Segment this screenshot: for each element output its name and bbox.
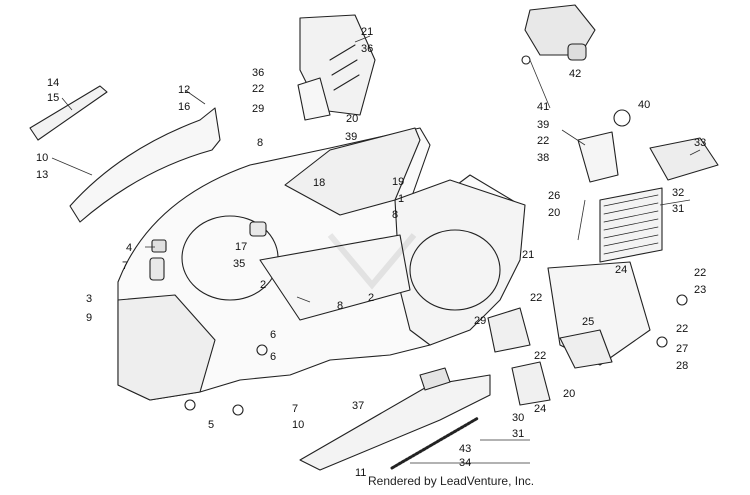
callout-7: 7	[122, 260, 128, 272]
washer-part-5	[676, 294, 688, 306]
callout-15: 15	[47, 92, 59, 104]
callout-11: 11	[355, 467, 366, 479]
callout-6: 6	[270, 329, 276, 341]
callout-20: 20	[548, 207, 560, 219]
callout-22: 22	[530, 292, 542, 304]
right-bracket-lower	[559, 329, 613, 369]
callout-41: 41	[537, 101, 549, 113]
washer-part-6	[521, 55, 531, 65]
callout-10: 10	[292, 419, 304, 431]
callout-17: 17	[235, 241, 247, 253]
callout-35: 35	[233, 258, 245, 270]
front-lower-pan	[117, 294, 216, 401]
callout-22: 22	[534, 350, 546, 362]
callout-1: 1	[398, 193, 404, 205]
callout-21: 21	[522, 249, 534, 261]
callout-22: 22	[252, 83, 264, 95]
callout-2: 2	[368, 292, 374, 304]
spring-part	[390, 416, 480, 470]
right-side-plate	[394, 179, 526, 346]
washer-part-1	[184, 399, 196, 411]
engine-plug	[567, 43, 587, 61]
callout-8: 8	[337, 300, 343, 312]
callout-4: 4	[126, 242, 132, 254]
callout-33: 33	[694, 137, 706, 149]
grommet-part	[249, 221, 267, 237]
lower-shield-part	[511, 361, 551, 406]
callout-36: 36	[252, 67, 264, 79]
running-board-part	[299, 374, 491, 471]
washer-part-2	[232, 404, 244, 416]
callout-3: 3	[86, 293, 92, 305]
callout-40: 40	[638, 99, 650, 111]
callout-23: 23	[694, 284, 706, 296]
upper-cross-plate	[284, 127, 421, 216]
callout-22: 22	[694, 267, 706, 279]
callout-28: 28	[676, 360, 688, 372]
callout-27: 27	[676, 343, 688, 355]
callout-29: 29	[252, 103, 264, 115]
callout-8: 8	[392, 209, 398, 221]
callout-8: 8	[257, 137, 263, 149]
heat-shield-part	[649, 137, 719, 181]
rendered-by-footer: Rendered by LeadVenture, Inc.	[368, 474, 535, 488]
callout-30: 30	[512, 412, 524, 424]
callout-31: 31	[512, 428, 524, 440]
floor-tunnel	[259, 234, 411, 321]
callout-22: 22	[537, 135, 549, 147]
callout-37: 37	[352, 400, 364, 412]
callout-20: 20	[563, 388, 575, 400]
right-plate-opening	[409, 229, 501, 311]
callout-5: 5	[208, 419, 214, 431]
callout-2: 2	[260, 279, 266, 291]
callout-25: 25	[582, 316, 594, 328]
callout-29: 29	[474, 315, 486, 327]
callout-6: 6	[270, 351, 276, 363]
callout-24: 24	[615, 264, 627, 276]
running-board-step	[419, 367, 451, 391]
side-panel-part	[487, 307, 531, 353]
callout-39: 39	[537, 119, 549, 131]
clip-part	[613, 109, 631, 127]
callout-13: 13	[36, 169, 48, 181]
washer-part-3	[256, 344, 268, 356]
steering-post-slots	[329, 44, 360, 91]
upper-bracket-part	[297, 77, 331, 121]
callout-36: 36	[361, 43, 373, 55]
callout-20: 20	[346, 113, 358, 125]
bumper-block-part-2	[149, 257, 165, 281]
callout-32: 32	[672, 187, 684, 199]
callout-24: 24	[534, 403, 546, 415]
callout-21: 21	[361, 26, 373, 38]
bumper-block-part	[151, 239, 167, 253]
left-rail-part	[29, 85, 108, 141]
callout-34: 34	[459, 457, 471, 469]
callout-16: 16	[178, 101, 190, 113]
mount-bracket-part	[577, 131, 619, 183]
watermark-emblem	[327, 233, 417, 290]
callout-10: 10	[36, 152, 48, 164]
callout-43: 43	[459, 443, 471, 455]
callout-12: 12	[178, 84, 190, 96]
callout-42: 42	[569, 68, 581, 80]
callout-18: 18	[313, 177, 325, 189]
grille-part	[599, 187, 663, 263]
front-bumper-part	[69, 107, 221, 223]
callout-39: 39	[345, 131, 357, 143]
washer-part-4	[656, 336, 668, 348]
callout-31: 31	[672, 203, 684, 215]
callout-14: 14	[47, 77, 59, 89]
callout-26: 26	[548, 190, 560, 202]
callout-19: 19	[392, 176, 404, 188]
callout-9: 9	[86, 312, 92, 324]
callout-22: 22	[676, 323, 688, 335]
callout-7: 7	[292, 403, 298, 415]
callout-38: 38	[537, 152, 549, 164]
